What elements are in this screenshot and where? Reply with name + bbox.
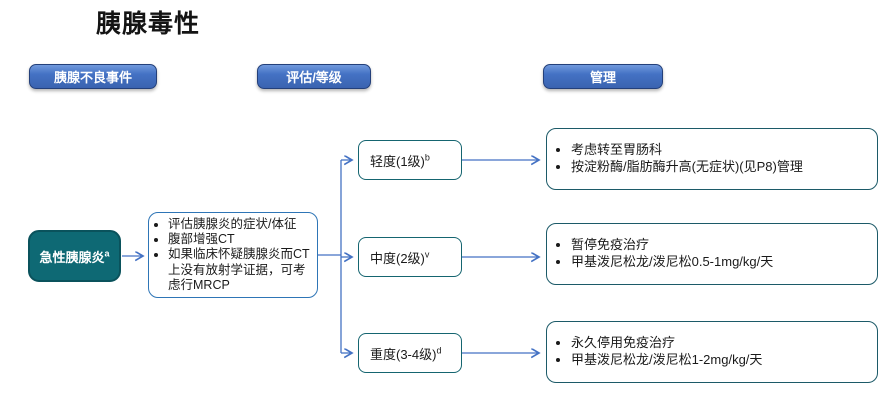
header-management-label: 管理 bbox=[589, 70, 616, 85]
header-adverse-event-label: 胰腺不良事件 bbox=[53, 70, 132, 85]
bullet-item: 永久停用免疫治疗 bbox=[571, 335, 762, 352]
start-node-label: 急性胰腺炎a bbox=[39, 248, 110, 265]
assessment-bullet-list: 评估胰腺炎的症状/体征腹部增强CT如果临床怀疑胰腺炎而CT上没有放射学证据，可考… bbox=[149, 213, 317, 297]
grade-node-moderate: 中度(2级)v bbox=[358, 237, 462, 277]
bullet-item: 腹部增强CT bbox=[168, 232, 313, 247]
header-assessment-label: 评估/等级 bbox=[286, 70, 342, 85]
grade-node-mild: 轻度(1级)b bbox=[358, 140, 462, 180]
header-management: 管理 bbox=[543, 64, 663, 89]
grade-node-severe: 重度(3-4级)d bbox=[358, 333, 462, 373]
footnote-superscript: a bbox=[104, 248, 110, 259]
bullet-item: 暂停免疫治疗 bbox=[571, 237, 773, 254]
page-title: 胰腺毒性 bbox=[96, 10, 201, 38]
management-severe-bullet-list: 永久停用免疫治疗甲基泼尼松龙/泼尼松1-2mg/kg/天 bbox=[547, 333, 768, 371]
management-moderate-bullet-list: 暂停免疫治疗甲基泼尼松龙/泼尼松0.5-1mg/kg/天 bbox=[547, 235, 779, 273]
bullet-item: 考虑转至胃肠科 bbox=[571, 142, 803, 159]
assessment-node: 评估胰腺炎的症状/体征腹部增强CT如果临床怀疑胰腺炎而CT上没有放射学证据，可考… bbox=[148, 212, 318, 298]
grade-severe-label: 重度(3-4级)d bbox=[370, 345, 442, 362]
bullet-item: 甲基泼尼松龙/泼尼松1-2mg/kg/天 bbox=[571, 352, 762, 369]
management-mild-bullet-list: 考虑转至胃肠科按淀粉酶/脂肪酶升高(无症状)(见P8)管理 bbox=[547, 140, 809, 178]
header-assessment: 评估/等级 bbox=[257, 64, 371, 89]
bullet-item: 如果临床怀疑胰腺炎而CT上没有放射学证据，可考虑行MRCP bbox=[168, 247, 313, 293]
bullet-item: 甲基泼尼松龙/泼尼松0.5-1mg/kg/天 bbox=[571, 254, 773, 271]
grade-moderate-label: 中度(2级)v bbox=[370, 249, 430, 266]
management-node-moderate: 暂停免疫治疗甲基泼尼松龙/泼尼松0.5-1mg/kg/天 bbox=[546, 223, 878, 285]
footnote-superscript: b bbox=[424, 152, 430, 163]
grade-mild-label: 轻度(1级)b bbox=[370, 152, 430, 169]
management-node-mild: 考虑转至胃肠科按淀粉酶/脂肪酶升高(无症状)(见P8)管理 bbox=[546, 128, 878, 190]
footnote-superscript: v bbox=[424, 249, 430, 260]
bullet-item: 评估胰腺炎的症状/体征 bbox=[168, 217, 313, 232]
header-adverse-event: 胰腺不良事件 bbox=[29, 64, 157, 89]
footnote-superscript: d bbox=[436, 345, 442, 356]
start-node-acute-pancreatitis: 急性胰腺炎a bbox=[28, 230, 121, 282]
bullet-item: 按淀粉酶/脂肪酶升高(无症状)(见P8)管理 bbox=[571, 159, 803, 176]
management-node-severe: 永久停用免疫治疗甲基泼尼松龙/泼尼松1-2mg/kg/天 bbox=[546, 321, 878, 383]
